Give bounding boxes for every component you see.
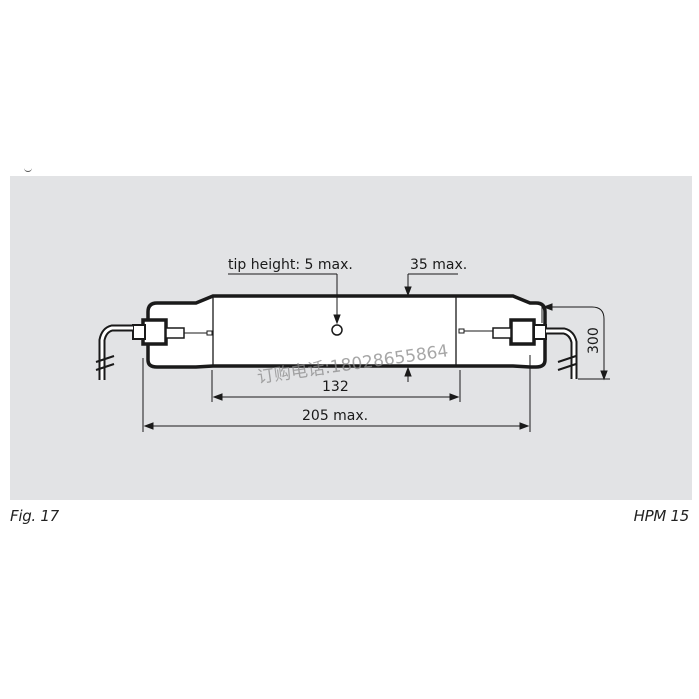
overall-length-dimension (142, 355, 531, 432)
tip-height-leader (228, 273, 341, 325)
right-connector (458, 318, 578, 379)
stray-mark (24, 168, 32, 172)
diameter-label: 35 max. (410, 257, 467, 273)
diameter-leader (404, 273, 458, 382)
lead-length-dimension (541, 303, 610, 381)
tip-height-label: tip height: 5 max. (228, 257, 353, 273)
tip-marker (331, 324, 343, 336)
body-length-dimension (211, 370, 461, 402)
overall-length-label: 205 max. (302, 408, 368, 424)
product-code: HPM 15 (633, 507, 690, 525)
figure-caption: Fig. 17 (10, 507, 59, 525)
lead-length-label: 300 (586, 327, 602, 354)
body-length-label: 132 (322, 379, 349, 395)
lamp-envelope (146, 294, 547, 369)
left-connector (95, 318, 213, 380)
